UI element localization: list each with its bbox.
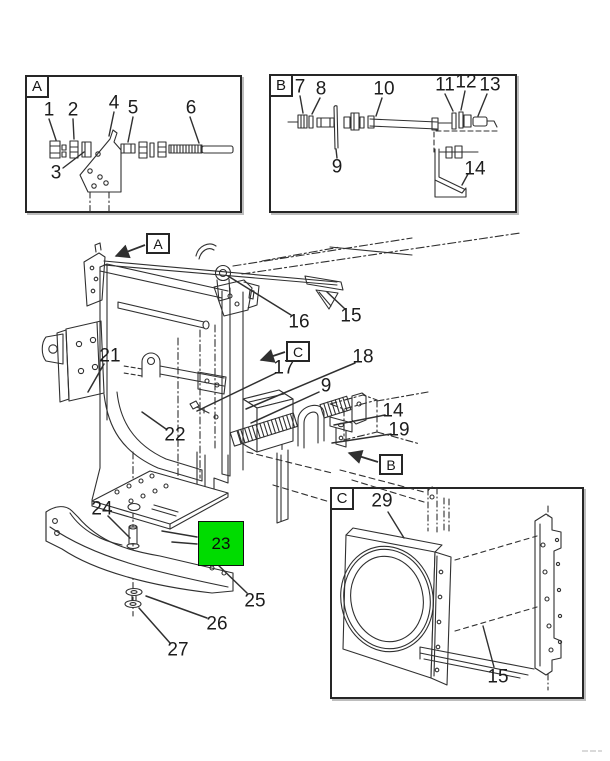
callout-9: 9 xyxy=(320,375,332,397)
view-ref-box-b: B xyxy=(379,454,403,475)
callout-18: 18 xyxy=(352,346,374,368)
panel-b: B xyxy=(269,74,517,213)
callout-7: 7 xyxy=(294,76,306,98)
callout-5: 5 xyxy=(127,97,139,119)
callout-1: 1 xyxy=(43,99,55,121)
view-c-arrow xyxy=(259,349,286,363)
faint-print-artifact xyxy=(590,750,596,752)
faint-print-artifact xyxy=(582,750,588,752)
panel-a-art xyxy=(48,111,234,212)
callout-16: 16 xyxy=(288,311,310,333)
callout-21: 21 xyxy=(99,345,121,367)
callout-15: 15 xyxy=(340,305,362,327)
view-ref-arrows xyxy=(114,244,379,464)
panel-c-art xyxy=(340,486,563,691)
main-line-art xyxy=(41,232,521,617)
callout-24: 24 xyxy=(91,498,113,520)
callout-22: 22 xyxy=(164,424,186,446)
callout-14: 14 xyxy=(382,400,404,422)
panel-b-label: B xyxy=(271,76,293,97)
view-b-arrow xyxy=(347,449,379,464)
callout-4: 4 xyxy=(108,92,120,114)
callout-10: 10 xyxy=(373,78,395,100)
callout-12: 12 xyxy=(455,71,477,93)
callout-14: 14 xyxy=(464,158,486,180)
callout-13: 13 xyxy=(479,74,501,96)
callout-17: 17 xyxy=(273,357,295,379)
callout-19: 19 xyxy=(388,419,410,441)
callout-27: 27 xyxy=(167,639,189,661)
panel-b-art xyxy=(287,90,498,198)
callout-2: 2 xyxy=(67,99,79,121)
panel-c-label: C xyxy=(332,489,354,510)
callout-3: 3 xyxy=(50,162,62,184)
highlighted-part-callout-23[interactable]: 23 xyxy=(198,521,244,566)
view-a-arrow xyxy=(114,244,146,259)
callout-26: 26 xyxy=(206,613,228,635)
callout-29: 29 xyxy=(371,490,393,512)
view-ref-box-a: A xyxy=(146,233,170,254)
faint-print-artifact xyxy=(598,750,602,752)
view-ref-box-c: C xyxy=(286,341,310,362)
callout-6: 6 xyxy=(185,97,197,119)
callout-11: 11 xyxy=(435,74,455,96)
callout-8: 8 xyxy=(315,78,327,100)
main-leader-lines xyxy=(87,275,392,644)
callout-9: 9 xyxy=(331,156,343,178)
panel-a-label: A xyxy=(27,77,49,98)
callout-25: 25 xyxy=(244,590,266,612)
callout-15: 15 xyxy=(487,666,509,688)
